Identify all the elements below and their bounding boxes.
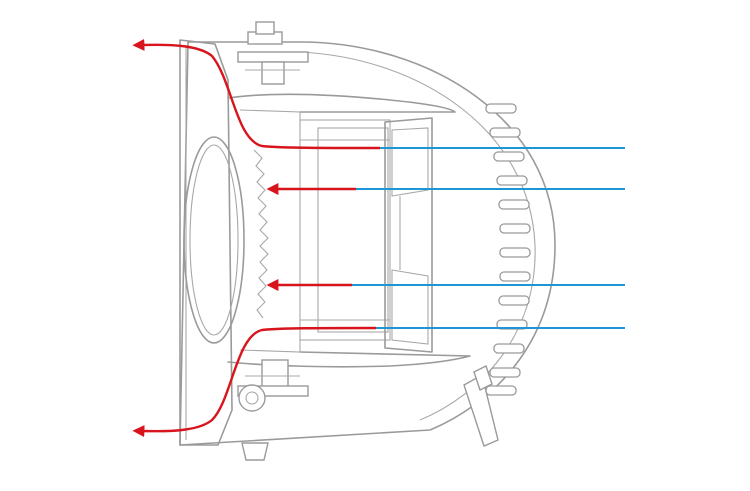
vent-slot <box>489 127 521 138</box>
heating-element-ridge <box>253 149 269 319</box>
vent-slot <box>493 151 525 162</box>
vent-slot <box>489 367 521 378</box>
vent-slot <box>493 343 525 354</box>
front-grille-inner <box>189 144 239 336</box>
vent-slot <box>499 247 531 258</box>
fan-blade <box>391 269 429 345</box>
airflow-paths <box>132 38 625 438</box>
front-grille <box>183 136 245 344</box>
outlet-airflow-arrow <box>132 326 377 438</box>
duct-top-plate <box>227 93 456 113</box>
vent-slot <box>485 385 517 396</box>
heater-body <box>179 21 556 461</box>
rear-vent-grille <box>485 103 531 396</box>
vent-slot <box>499 223 531 234</box>
fan-housing-inner <box>317 127 389 333</box>
top-fixture <box>237 21 309 85</box>
bottom-fixture <box>237 359 309 397</box>
duct-bottom-inner <box>239 336 301 353</box>
vent-slot <box>485 103 517 114</box>
fan-frame <box>384 117 433 353</box>
outlet-airflow-arrow <box>132 38 381 150</box>
vent-slot <box>498 199 530 210</box>
vent-slot <box>498 295 530 306</box>
control-knob <box>238 384 266 412</box>
fan-housing <box>299 119 391 341</box>
duct-top-inner <box>239 109 301 128</box>
housing-shell <box>179 41 556 446</box>
front-panel <box>179 39 233 446</box>
front-foot <box>241 442 269 461</box>
fan-blade <box>391 127 429 197</box>
vent-slot <box>496 175 528 186</box>
rear-leg-joint <box>473 365 493 391</box>
vent-slot <box>499 271 531 282</box>
